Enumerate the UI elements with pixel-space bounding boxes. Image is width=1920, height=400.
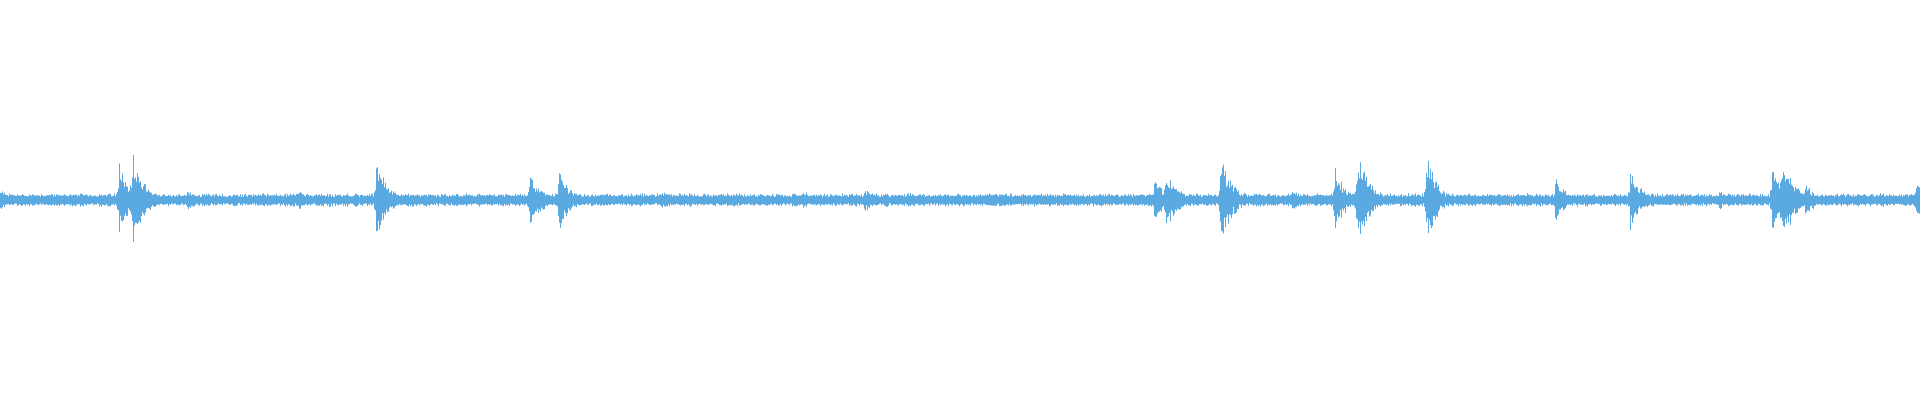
waveform-path xyxy=(0,154,1920,242)
